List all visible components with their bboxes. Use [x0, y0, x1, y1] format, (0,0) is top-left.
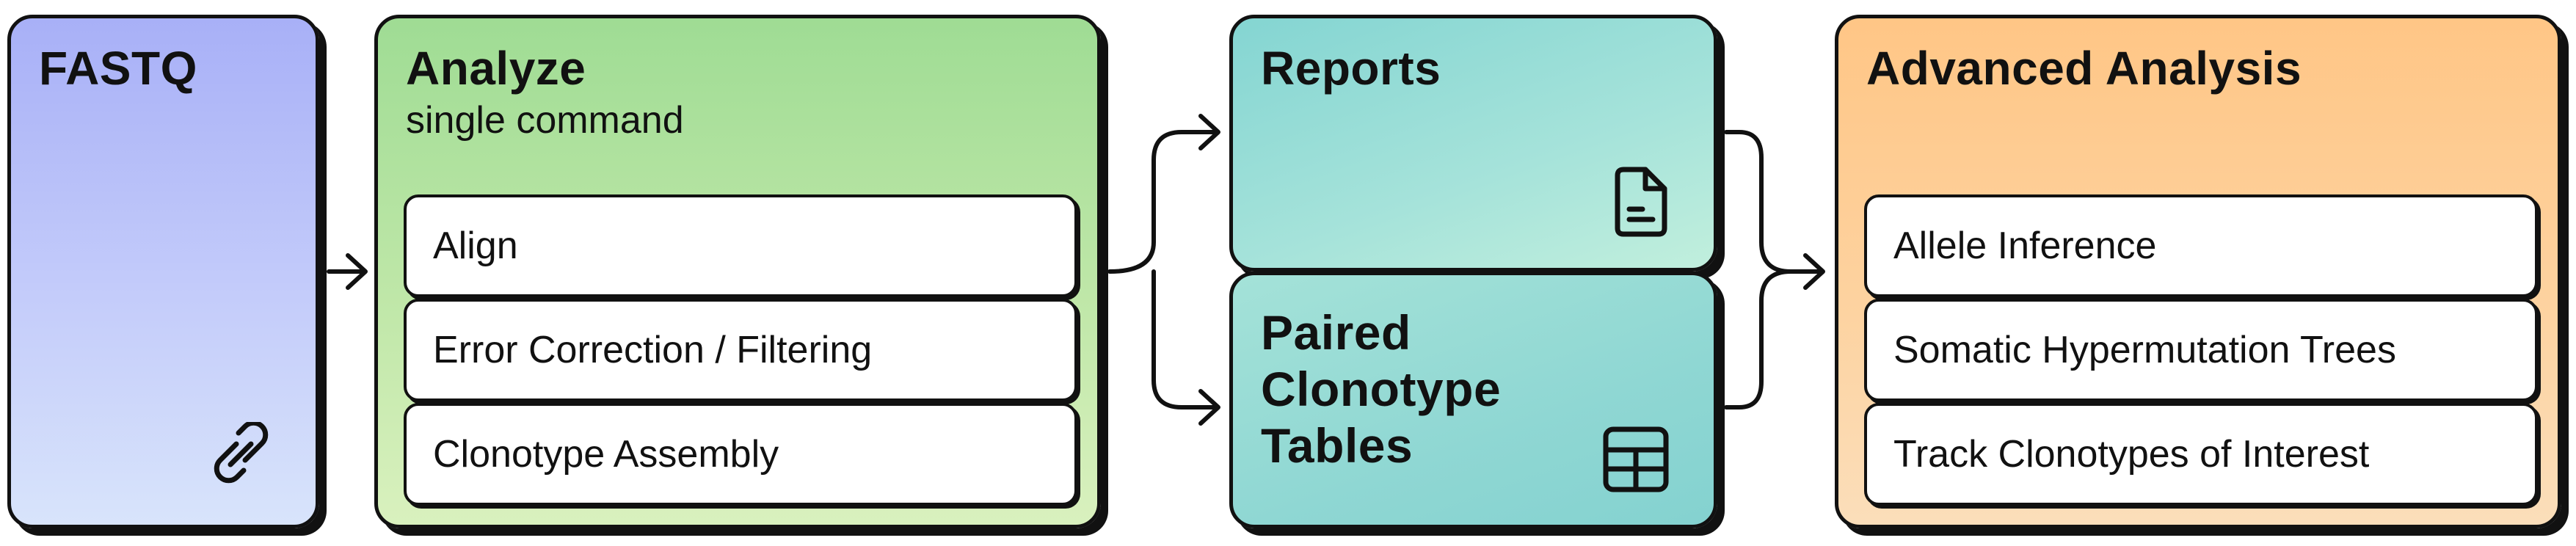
connector-merge — [1724, 130, 1824, 410]
link-icon — [214, 422, 269, 484]
step-allele-inference: Allele Inference — [1864, 194, 2538, 297]
arrowhead-to-reports — [1198, 114, 1220, 150]
analyze-subtitle: single command — [406, 99, 684, 142]
step-error-correction: Error Correction / Filtering — [404, 299, 1077, 401]
connector-analyze-split — [1107, 130, 1219, 410]
step-clonotype-assembly: Clonotype Assembly — [404, 403, 1077, 506]
table-icon — [1603, 426, 1669, 492]
reports-panel: Reports — [1229, 15, 1717, 272]
step-align: Align — [404, 194, 1077, 297]
paired-clonotype-tables-panel: Paired Clonotype Tables — [1229, 272, 1717, 528]
analyze-title: Analyze — [406, 42, 586, 95]
step-somatic-hypermutation-trees: Somatic Hypermutation Trees — [1864, 299, 2538, 401]
advanced-analysis-panel: Advanced Analysis Allele Inference Somat… — [1835, 15, 2561, 528]
advanced-title: Advanced Analysis — [1866, 42, 2302, 95]
reports-title: Reports — [1261, 42, 1441, 95]
analyze-panel: Analyze single command Align Error Corre… — [374, 15, 1101, 528]
step-track-clonotypes: Track Clonotypes of Interest — [1864, 403, 2538, 506]
paired-title: Paired Clonotype Tables — [1261, 305, 1502, 473]
document-icon — [1615, 167, 1667, 237]
arrowhead-to-paired — [1198, 389, 1220, 426]
arrowhead-to-advanced — [1803, 253, 1825, 290]
arrowhead-fastq-to-analyze — [346, 253, 368, 290]
fastq-panel: FASTQ — [7, 15, 319, 528]
fastq-title: FASTQ — [39, 42, 197, 95]
